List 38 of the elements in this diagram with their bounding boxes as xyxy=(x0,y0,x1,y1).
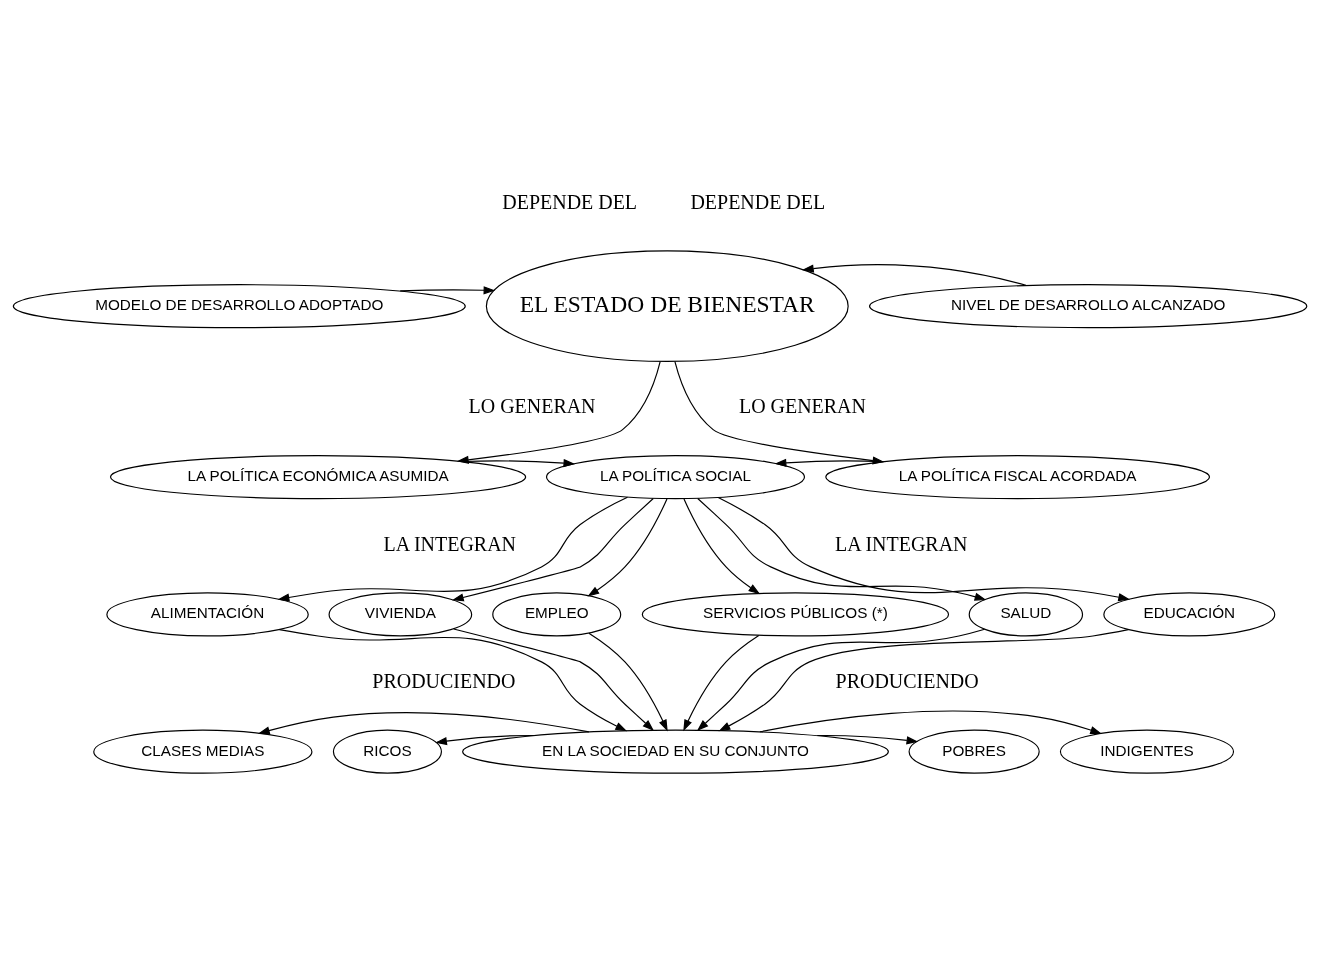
label: DEPENDE DEL xyxy=(502,190,638,213)
arrow xyxy=(588,632,668,731)
arrow xyxy=(277,496,629,602)
node-ellipse: MODELO DE DESARROLLO ADOPTADO xyxy=(12,283,466,328)
arrow xyxy=(696,628,986,731)
arrow xyxy=(453,627,655,731)
arrow xyxy=(257,711,590,734)
label: LA INTEGRAN xyxy=(383,532,517,555)
node-ellipse: EMPLEO xyxy=(492,591,622,636)
arrow xyxy=(683,497,761,594)
arrow xyxy=(451,497,654,601)
node-ellipse: EN LA SOCIEDAD EN SU CONJUNTO xyxy=(462,729,889,774)
arrow xyxy=(456,360,661,464)
label: PRODUCIENDO xyxy=(372,669,516,692)
node-ellipse: INDIGENTES xyxy=(1059,729,1235,774)
arrow xyxy=(587,497,668,597)
label: PRODUCIENDO xyxy=(835,669,979,692)
node-ellipse: CLASES MEDIAS xyxy=(93,729,313,774)
label: DEPENDE DEL xyxy=(690,190,826,213)
node-ellipse: SERVICIOS PÚBLICOS (*) xyxy=(641,591,950,636)
label: LA INTEGRAN xyxy=(834,532,968,555)
arrow xyxy=(816,734,919,744)
node-ellipse: RICOS xyxy=(332,729,442,774)
label: LO GENERAN xyxy=(468,394,596,417)
arrow xyxy=(399,285,496,294)
arrow xyxy=(435,734,535,745)
arrow xyxy=(801,263,1027,286)
node-ellipse: LA POLÍTICA SOCIAL xyxy=(545,454,806,499)
arrow xyxy=(278,628,628,731)
label: LO GENERAN xyxy=(738,394,866,417)
arrow xyxy=(683,634,760,731)
arrow xyxy=(717,496,1131,601)
node-ellipse: NIVEL DE DESARROLLO ALCANZADO xyxy=(869,283,1308,328)
arrow xyxy=(774,458,884,467)
arrow xyxy=(461,458,576,467)
arrow xyxy=(759,710,1103,734)
arrow xyxy=(718,628,1129,731)
arrow xyxy=(697,497,987,601)
